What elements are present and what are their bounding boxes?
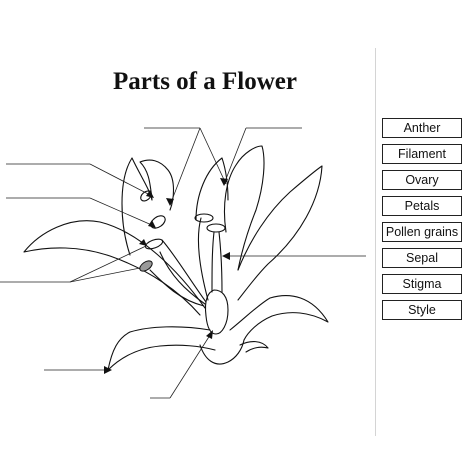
filament-1 xyxy=(197,217,209,301)
petal-back-left xyxy=(121,157,153,256)
word-bank: Anther Filament Ovary Petals Pollen grai… xyxy=(382,118,462,326)
filament-4 xyxy=(149,269,205,307)
arrowhead-4 xyxy=(148,220,156,228)
anther-3 xyxy=(144,238,164,250)
stigma-shape xyxy=(206,223,226,233)
arrowhead-8 xyxy=(206,330,213,339)
receptacle xyxy=(199,339,245,365)
word-bank-item: Petals xyxy=(382,196,462,216)
word-bank-item: Stigma xyxy=(382,274,462,294)
label-line-1-pointer xyxy=(169,127,201,206)
petal-back-center xyxy=(139,159,175,211)
label-line-4-pointer xyxy=(89,197,155,227)
sepal-left xyxy=(107,326,216,371)
label-line-2-pointer xyxy=(223,127,247,185)
filament-2 xyxy=(161,239,207,303)
arrowhead-3 xyxy=(146,190,154,198)
divider-line xyxy=(375,48,376,436)
arrowhead-2 xyxy=(220,178,228,186)
label-line-1b-pointer xyxy=(199,127,227,185)
word-bank-item: Filament xyxy=(382,144,462,164)
word-bank-item: Pollen grains xyxy=(382,222,462,242)
sepal-right-lower xyxy=(239,341,269,353)
arrowhead-7 xyxy=(104,366,112,374)
label-line-5-pointer-a xyxy=(69,245,147,283)
arrowhead-5 xyxy=(139,239,147,246)
petal-center-upright xyxy=(223,145,265,271)
arrowhead-6 xyxy=(222,252,230,260)
word-bank-item: Sepal xyxy=(382,248,462,268)
word-bank-item: Ovary xyxy=(382,170,462,190)
ovary-shape xyxy=(204,289,229,335)
petal-right xyxy=(237,165,323,301)
style-shape xyxy=(211,231,223,293)
page-title: Parts of a Flower xyxy=(113,68,297,95)
filament-3 xyxy=(159,251,206,305)
anther-1 xyxy=(194,213,214,223)
word-bank-item: Style xyxy=(382,300,462,320)
arrowhead-1 xyxy=(166,198,174,206)
sepal-right xyxy=(229,295,329,341)
word-bank-item: Anther xyxy=(382,118,462,138)
label-line-3-pointer xyxy=(89,163,153,197)
petal-front-left xyxy=(23,220,206,316)
anther-pollen xyxy=(139,260,153,272)
label-line-8-pointer xyxy=(169,331,213,399)
label-line-5-pointer-b xyxy=(69,267,141,283)
petal-left-upright xyxy=(195,157,229,221)
